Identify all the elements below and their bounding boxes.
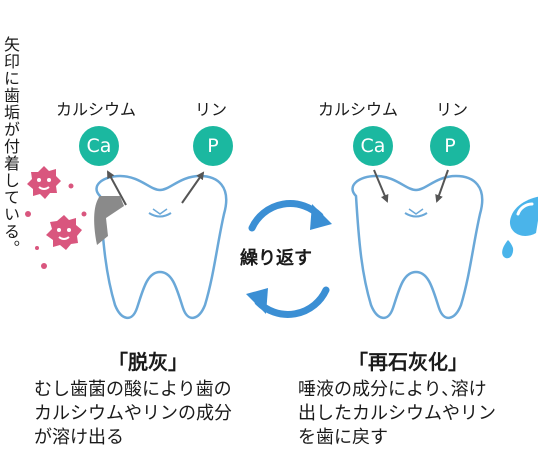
left-phosphorus-symbol: P [207, 135, 219, 157]
right-phosphorus-arrow [435, 169, 449, 203]
right-description-line: を歯に戻す [298, 427, 388, 448]
saliva-drop-icon [502, 196, 538, 259]
right-calcium-label: カルシウム [318, 100, 399, 119]
right-phosphorus-circle: P [430, 126, 470, 166]
left-calcium-symbol: Ca [86, 135, 112, 157]
right-description-line: 出したカルシウムやリン [298, 403, 496, 424]
side-note-text: 矢印に歯垢が付着している。 [1, 36, 20, 257]
left-description-line: むし歯菌の酸により歯の [34, 379, 232, 400]
cycle-arrowheads [246, 204, 332, 314]
cycle-label: 繰り返す [240, 248, 312, 269]
bacteria-icon [25, 166, 87, 269]
tooth-icon-left [94, 174, 228, 319]
right-calcium-arrow [373, 169, 389, 203]
left-phosphorus-arrow [181, 171, 205, 204]
right-title: 「再石灰化」 [348, 350, 468, 374]
right-description-line: 唾液の成分により､溶け [298, 379, 487, 400]
left-description-line: カルシウムやリンの成分 [34, 403, 232, 424]
right-phosphorus-symbol: P [444, 135, 456, 157]
left-calcium-arrow [107, 170, 127, 206]
left-description: むし歯菌の酸により歯の カルシウムやリンの成分 が溶け出る [34, 378, 232, 450]
right-phosphorus-label: リン [436, 100, 469, 119]
left-phosphorus-circle: P [193, 126, 233, 166]
left-description-line: が溶け出る [34, 427, 124, 448]
left-title: 「脱灰」 [108, 350, 188, 374]
left-calcium-label: カルシウム [56, 100, 137, 119]
left-calcium-circle: Ca [79, 126, 119, 166]
decay-area [94, 196, 124, 245]
right-calcium-symbol: Ca [360, 135, 386, 157]
tooth-icon-right [351, 174, 484, 319]
left-phosphorus-label: リン [195, 100, 228, 119]
right-calcium-circle: Ca [353, 126, 393, 166]
right-description: 唾液の成分により､溶け 出したカルシウムやリン を歯に戻す [298, 378, 496, 450]
